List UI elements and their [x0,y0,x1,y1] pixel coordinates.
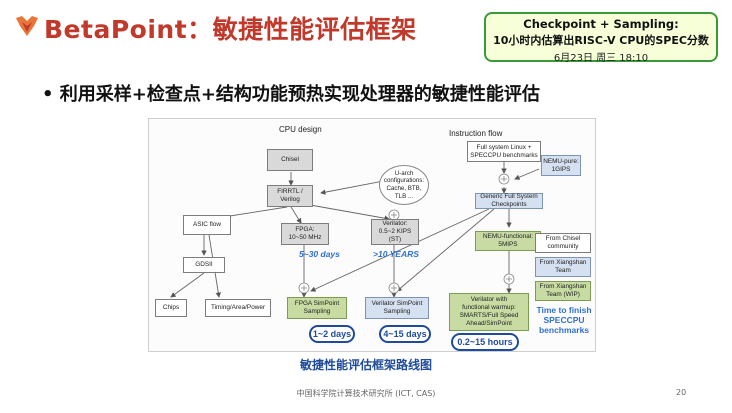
node-uarch: U-arch configurations: Cache, BTB, TLB .… [379,165,429,205]
node-gdsii: GDSII [183,257,225,273]
time-verilator: >10 YEARS [373,249,419,259]
footer-institution: 中国科学院计算技术研究所 (ICT, CAS) [296,389,436,398]
node-chisel: Chisel [267,149,313,171]
legend-xiangshan-wip: From Xiangshan Team (WIP) [535,281,591,301]
time-fpga: 5~30 days [299,249,340,259]
node-verilator-warmup: Verilator with functional warmup: SMARTS… [449,293,529,331]
node-timing: Timing/Area/Power [205,299,271,317]
page-number: 20 [676,388,687,397]
diagram-arrows [170,162,540,298]
legend-chisel-community: From Chisel community [535,233,591,253]
time-verilator-warmup: 0.2~15 hours [451,333,519,351]
roadmap-diagram: CPU design Instruction flow Chisel FIRRT… [148,118,596,352]
node-fullsys: Full system Linux + SPECCPU benchmarks [467,141,541,162]
callout-box: Checkpoint + Sampling: 10小时内估算出RISC-V CP… [484,12,718,64]
time-verilator-simpoint: 4~15 days [379,325,431,343]
node-firrtl: FIRRTL / Verilog [267,185,313,207]
node-nemu-functional: NEMU-functional: 5MIPS [475,231,541,251]
callout-date: 6月23日 周三 18:10 [553,53,649,64]
bullet-point: • 利用采样+检查点+结构功能预热实现处理器的敏捷性能评估 [42,84,540,105]
time-fpga-simpoint: 1~2 days [309,325,355,343]
cpu-design-label: CPU design [279,125,322,134]
callout-line2: 10小时内估算出RISC-V CPU的SPEC分数 [493,34,709,47]
node-fpga-simpoint: FPGA SimPoint Sampling [287,297,347,319]
node-nemu-pure: NEMU-pure: 1GIPS [541,155,581,176]
legend-xiangshan-team: From Xiangshan Team [535,257,591,277]
node-generic-checkpoints: Generic Full System Checkpoints [475,193,543,209]
node-chips: Chips [155,299,187,317]
ict-cas-logo-icon [16,16,38,36]
time-to-finish-label: Time to finish SPECCPU benchmarks [536,305,592,336]
node-asic: ASIC flow [183,215,231,235]
node-verilator: Verilator: 0.5~2 KIPS (ST) [371,219,419,245]
node-verilator-simpoint: Verilator SimPoint Sampling [365,297,429,319]
diagram-caption: 敏捷性能评估框架路线图 [299,358,432,372]
instruction-flow-label: Instruction flow [449,129,503,138]
slide-title: BetaPoint：敏捷性能评估框架 [44,15,417,44]
node-fpga: FPGA: 10~50 MHz [281,223,329,245]
callout-line1: Checkpoint + Sampling: [523,17,679,31]
